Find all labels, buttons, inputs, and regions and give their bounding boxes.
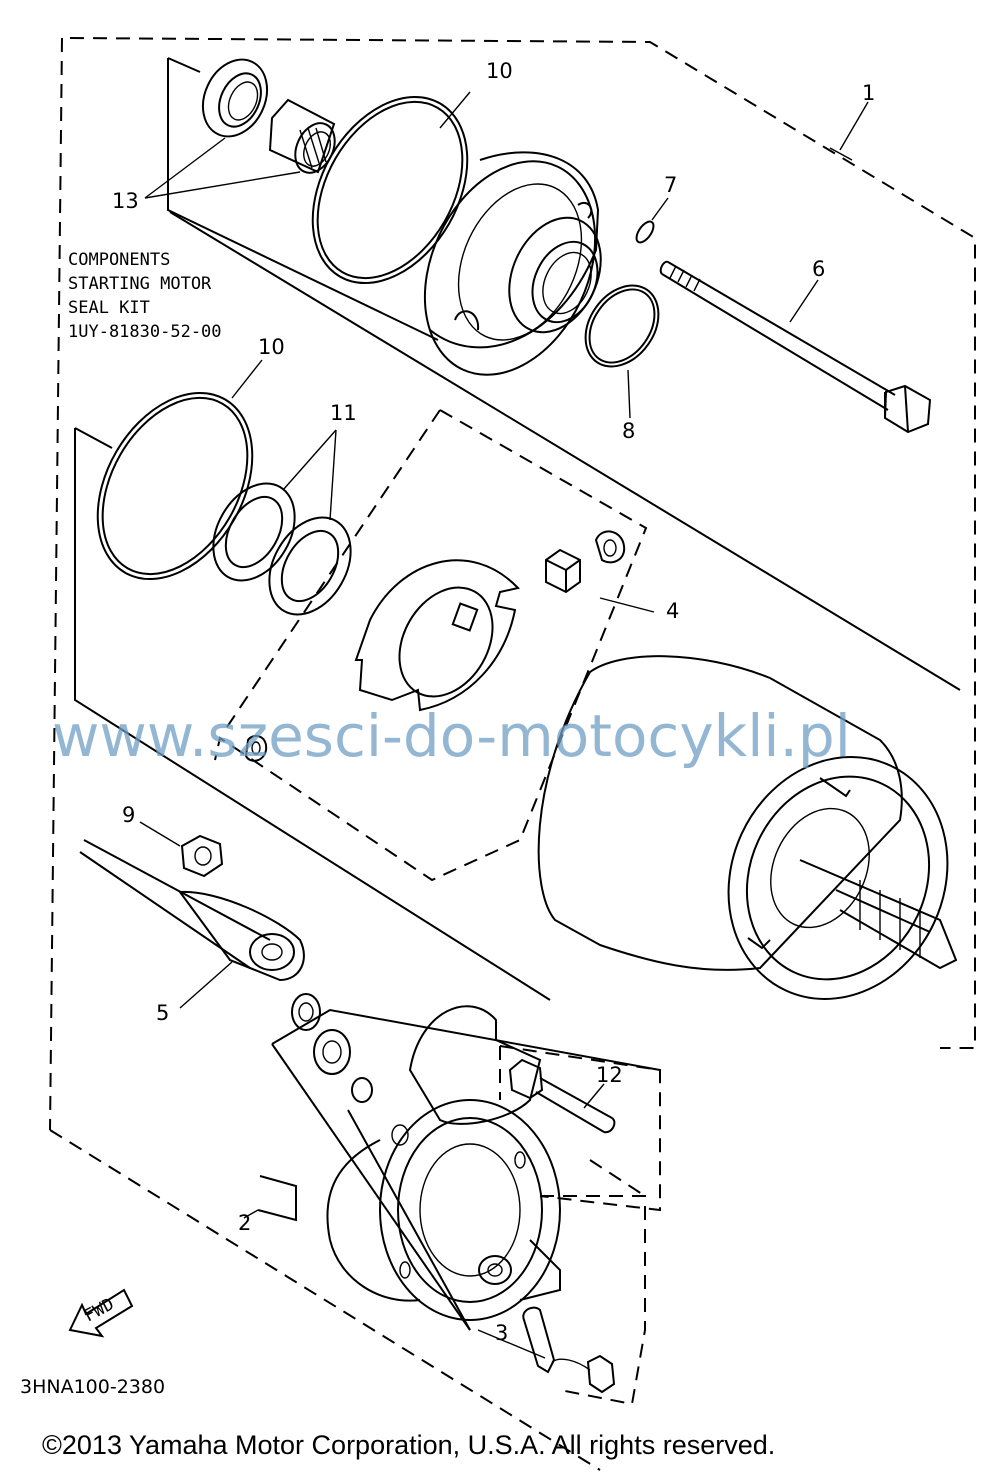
components-note-line4: 1UY-81830-52-00 (68, 322, 222, 342)
callout-5: 5 (156, 1001, 169, 1025)
components-note-line1: COMPONENTS (68, 250, 170, 270)
brush (545, 548, 581, 594)
brush-plate (354, 559, 520, 712)
callout-11: 11 (330, 401, 357, 425)
motor-yoke (537, 655, 958, 1000)
callout-10-lower: 10 (258, 335, 285, 359)
through-bolt (659, 260, 932, 434)
callout-13: 13 (112, 189, 139, 213)
washers (212, 482, 352, 616)
components-note-line2: STARTING MOTOR (68, 274, 212, 294)
fwd-arrow-icon: FWD (68, 1288, 134, 1338)
callout-4: 4 (666, 599, 679, 623)
callout-12: 12 (596, 1063, 623, 1087)
o-ring-upper (311, 95, 469, 285)
callout-8: 8 (622, 419, 635, 443)
watermark: www.szesci-do-motocykli.pl (52, 702, 851, 770)
brush-spring (594, 530, 626, 564)
callout-10-upper: 10 (486, 59, 513, 83)
nut (180, 834, 224, 878)
lead-wire (79, 839, 305, 982)
needle-bearing (268, 98, 336, 174)
fwd-label: FWD (81, 1294, 118, 1326)
callout-1: 1 (862, 81, 875, 105)
front-cover (423, 151, 602, 376)
callout-3: 3 (495, 1321, 508, 1345)
callout-2: 2 (238, 1211, 251, 1235)
callout-9: 9 (122, 803, 135, 827)
callout-6: 6 (812, 257, 825, 281)
bolt-12 (508, 1058, 616, 1134)
assembly-boundary (69, 37, 976, 1049)
diagram-code: 3HNA100-2380 (20, 1376, 165, 1398)
callout-7: 7 (664, 173, 677, 197)
components-note-line3: SEAL KIT (68, 298, 150, 318)
o-ring-7 (635, 220, 655, 244)
oil-seal (201, 58, 269, 138)
terminal-bolt (522, 1306, 616, 1394)
components-note: COMPONENTS STARTING MOTOR SEAL KIT 1UY-8… (68, 250, 222, 342)
o-ring-8 (584, 284, 660, 368)
copyright: ©2013 Yamaha Motor Corporation, U.S.A. A… (42, 1430, 775, 1460)
rear-cover (326, 1005, 561, 1321)
